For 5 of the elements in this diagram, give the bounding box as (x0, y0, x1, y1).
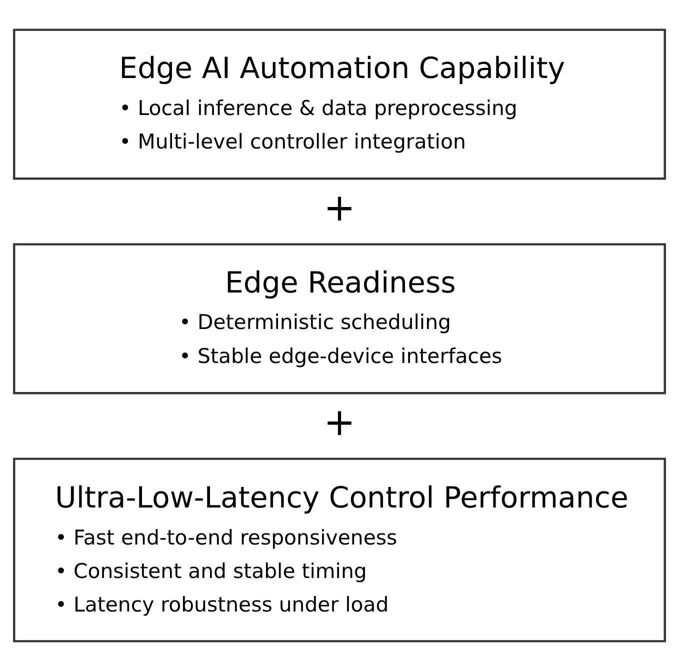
node-box: Ultra-Low-Latency Control Performance • Fast end-to-end responsiveness • Consistent and stable timing • Latency robustness under load (13, 457, 666, 642)
node-box: Edge AI Automation Capability • Local inference & data preprocessing • Multi-level controller integration (13, 28, 666, 180)
label: + (324, 185, 356, 230)
node-box: Edge Readiness • Deterministic scheduling • Stable edge-device interfaces (13, 242, 666, 394)
label: + (324, 400, 356, 444)
